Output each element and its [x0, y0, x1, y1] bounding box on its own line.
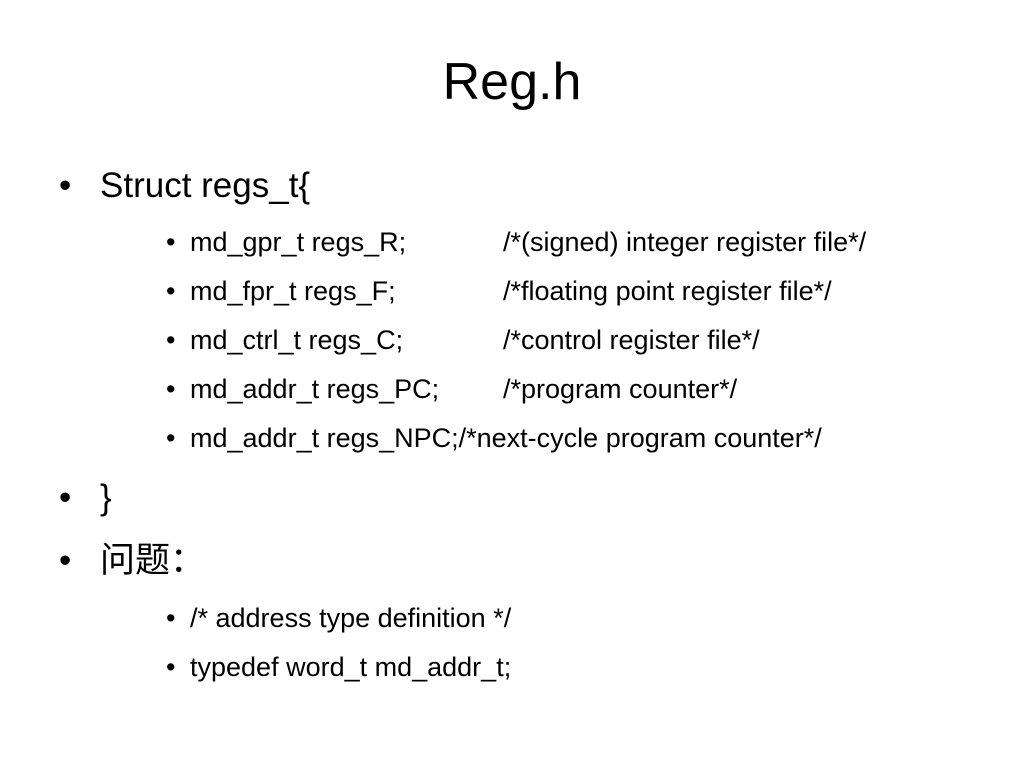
- field-comment: /*floating point register file*/: [503, 276, 832, 306]
- bullet-struct-close: • }: [59, 476, 112, 520]
- field-item: • md_addr_t regs_NPC; /*next-cycle progr…: [166, 420, 822, 456]
- question-item: • typedef word_t md_addr_t;: [166, 649, 512, 685]
- bullet-dot: •: [166, 276, 176, 306]
- field-comment: /*program counter*/: [503, 374, 738, 404]
- field-code: md_fpr_t regs_F;: [190, 276, 396, 306]
- bullet-dot: •: [166, 603, 176, 633]
- bullet-dot: •: [166, 325, 176, 355]
- field-comment: /*next-cycle program counter*/: [458, 423, 822, 453]
- field-code: md_gpr_t regs_R;: [190, 227, 407, 257]
- field-item: • md_fpr_t regs_F; /*floating point regis…: [166, 273, 832, 309]
- question-item: • /* address type definition */: [166, 600, 512, 636]
- slide-title: Reg.h: [442, 53, 582, 111]
- field-code: md_ctrl_t regs_C;: [190, 325, 404, 355]
- question-item-text: typedef word_t md_addr_t;: [190, 652, 512, 682]
- bullet-question: • 问题：: [59, 539, 206, 583]
- bullet-dot: •: [59, 166, 72, 205]
- struct-open-text: Struct regs_t{: [100, 166, 311, 205]
- bullet-dot: •: [59, 541, 72, 580]
- bullet-dot: •: [166, 374, 176, 404]
- bullet-dot: •: [166, 227, 176, 257]
- struct-close-text: }: [100, 478, 112, 517]
- bullet-dot: •: [166, 423, 176, 453]
- field-code: md_addr_t regs_PC;: [190, 374, 440, 404]
- question-text: 问题：: [100, 541, 206, 581]
- bullet-dot: •: [59, 478, 72, 517]
- bullet-struct-open: • Struct regs_t{: [59, 164, 311, 208]
- field-code: md_addr_t regs_NPC;: [190, 423, 459, 453]
- question-item-text: /* address type definition */: [190, 603, 512, 633]
- field-comment: /*control register file*/: [503, 325, 760, 355]
- bullet-dot: •: [166, 652, 176, 682]
- field-item: • md_ctrl_t regs_C; /*control register fi…: [166, 322, 760, 358]
- field-item: • md_addr_t regs_PC; /*program counter*/: [166, 371, 738, 407]
- field-item: • md_gpr_t regs_R; /*(signed) integer reg…: [166, 224, 867, 260]
- field-comment: /*(signed) integer register file*/: [503, 227, 867, 257]
